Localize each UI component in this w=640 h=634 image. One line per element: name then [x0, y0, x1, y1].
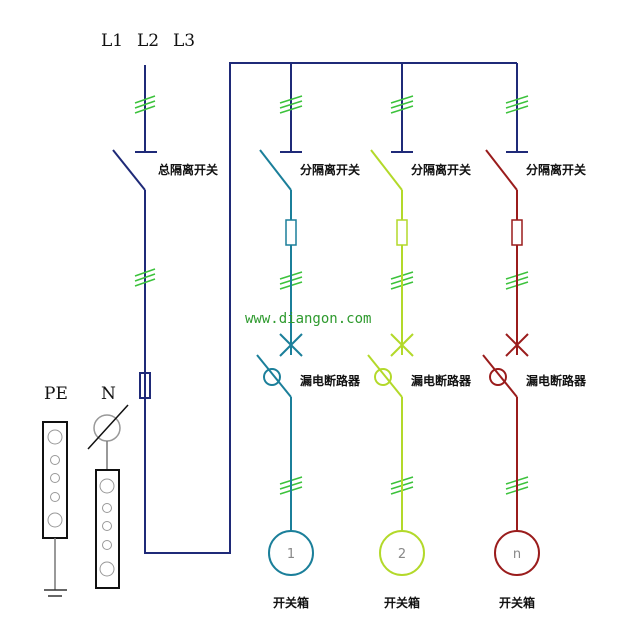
box-number: 1: [287, 547, 295, 562]
isolator-switch-blade: [485, 149, 518, 191]
distribution-box-icon: [494, 530, 540, 576]
rcd-switch-blade: [367, 354, 403, 398]
watermark: www.diangon.com: [245, 311, 371, 327]
branch-switch-label: 分隔离开关: [411, 162, 471, 177]
branch-breaker-label: 漏电断路器: [526, 373, 587, 388]
box-label: 开关箱: [384, 595, 420, 610]
fuse-icon: [396, 219, 408, 246]
box-number: 2: [398, 547, 406, 562]
branch-switch-label: 分隔离开关: [526, 162, 586, 177]
rcd-sensor-icon: [374, 368, 392, 386]
pe-busbar: [42, 421, 68, 597]
distribution-box-icon: [379, 530, 425, 576]
phase-label-l2: L2: [137, 31, 159, 51]
main-switch-blade: [112, 149, 146, 191]
n-busbar: [87, 404, 129, 589]
box-label: 开关箱: [273, 595, 309, 610]
phase-label-l1: L1: [101, 31, 123, 51]
main-fuse: [139, 372, 151, 399]
branch-breaker-label: 漏电断路器: [411, 373, 472, 388]
hash-mark: [505, 95, 529, 114]
fuse-icon: [285, 219, 297, 246]
box-number: n: [513, 547, 521, 562]
rcd-switch-blade: [482, 354, 518, 398]
main-switch-label: 总隔离开关: [158, 162, 218, 177]
phase-label-l3: L3: [173, 31, 195, 51]
rcd-switch-blade: [256, 354, 292, 398]
isolator-switch-blade: [370, 149, 403, 191]
branch-breaker-label: 漏电断路器: [300, 373, 361, 388]
box-label: 开关箱: [499, 595, 535, 610]
isolator-switch-blade: [259, 149, 292, 191]
rcd-sensor-icon: [263, 368, 281, 386]
n-label: N: [101, 384, 116, 404]
distribution-box-icon: [268, 530, 314, 576]
pe-label: PE: [44, 384, 68, 404]
hash-marks-main: [134, 95, 156, 287]
fuse-icon: [511, 219, 523, 246]
hash-mark: [390, 95, 414, 114]
hash-mark: [279, 95, 303, 114]
rcd-sensor-icon: [489, 368, 507, 386]
main-feeder: [112, 62, 517, 554]
branch-switch-label: 分隔离开关: [300, 162, 360, 177]
